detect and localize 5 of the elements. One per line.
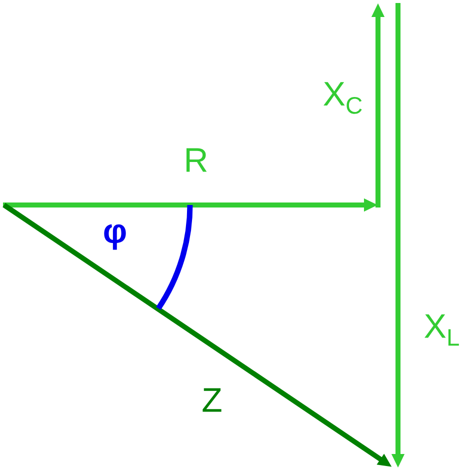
vector-label: X$_{C}$	[324, 82, 362, 114]
vector-label: Z	[202, 388, 222, 412]
angle-label: φ	[104, 224, 126, 250]
vector-label: X$_{L}$	[424, 314, 459, 346]
vector-label: R	[186, 148, 207, 172]
